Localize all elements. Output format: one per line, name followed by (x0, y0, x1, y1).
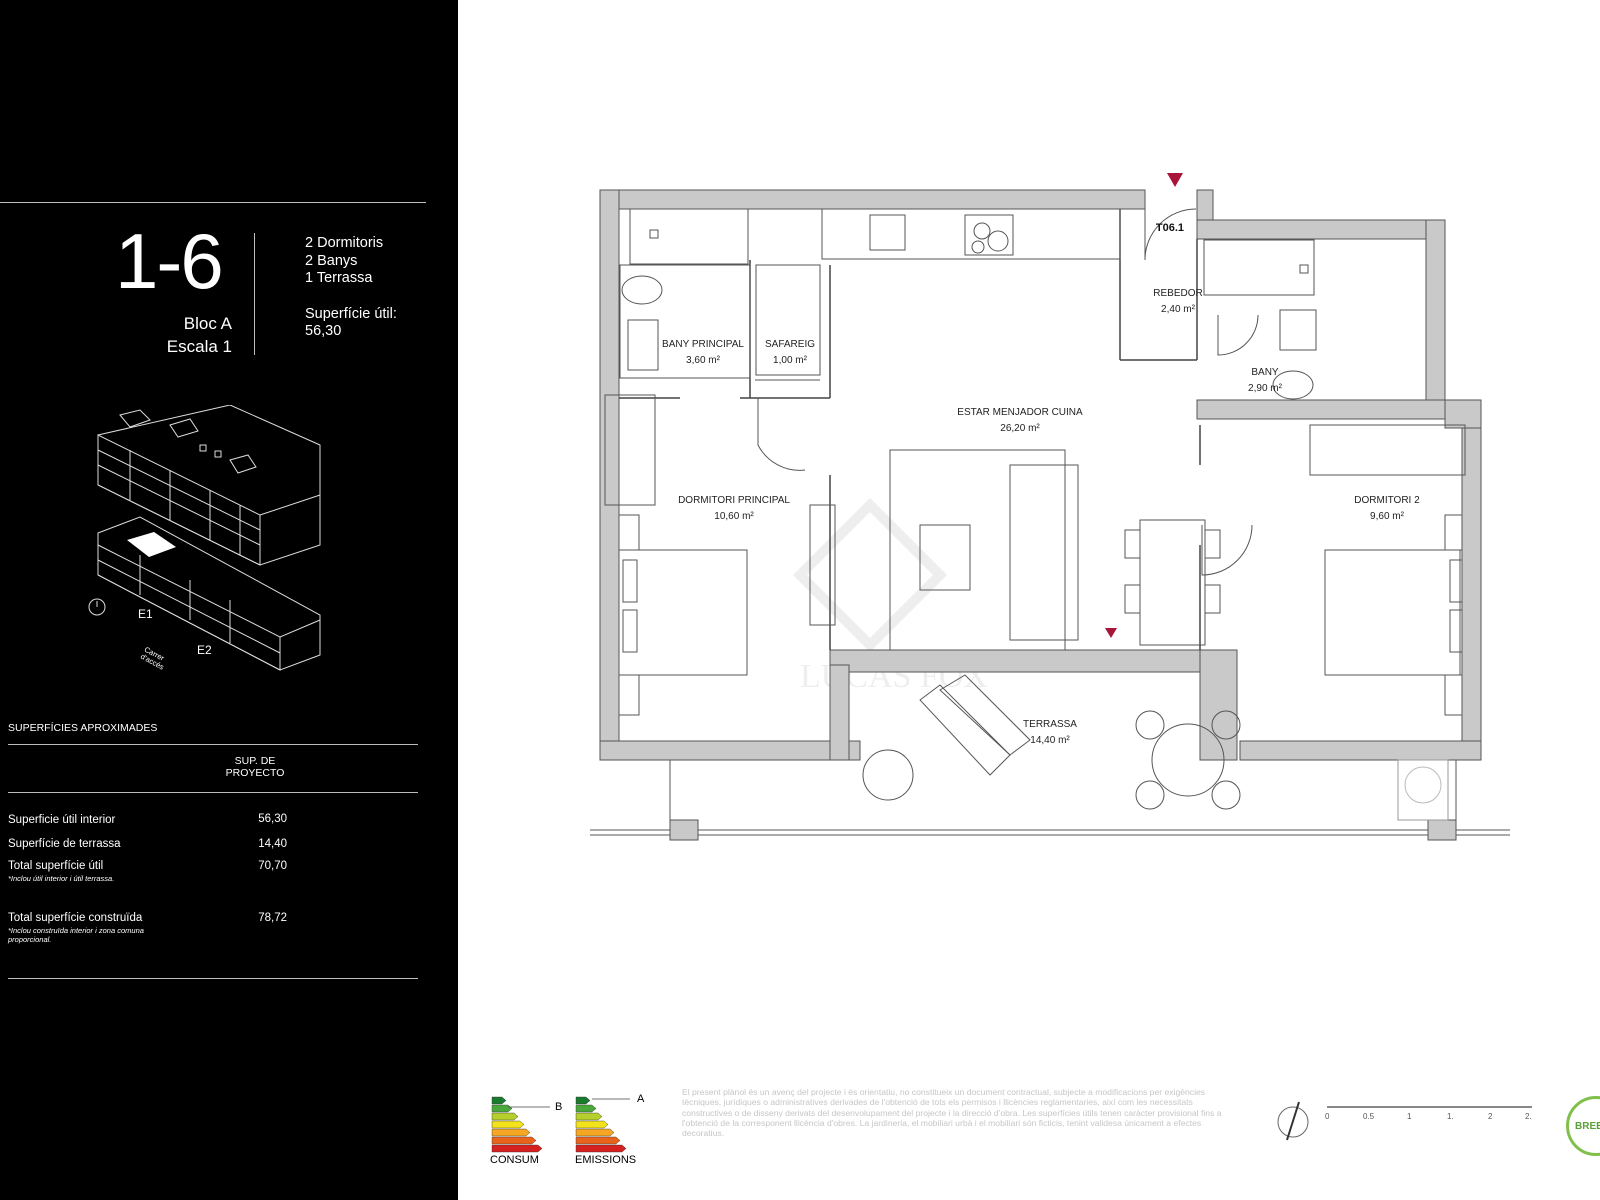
emissions-label: EMISSIONS (575, 1154, 637, 1166)
col-header-line1: SUP. DE (234, 755, 276, 767)
table-column-header: SUP. DE PROYECTO (215, 755, 295, 779)
bloc-label: Bloc A (183, 314, 232, 333)
unit-location: Bloc A Escala 1 (100, 312, 232, 358)
table-rule-top (8, 744, 418, 745)
room-area-rebedor: 2,40 m² (1161, 304, 1196, 315)
row-value-interior: 56,30 (258, 813, 287, 825)
room-name-bany: BANY (1251, 367, 1279, 378)
room-area-dormitori-2: 9,60 m² (1370, 511, 1405, 522)
axon-e1: E1 (138, 607, 153, 621)
energy-bar (491, 1128, 531, 1137)
north-arrow-icon (1277, 1101, 1309, 1141)
vertical-divider (254, 233, 255, 355)
scale-tick-4: 2 (1488, 1112, 1493, 1121)
rooms-terrace: 1 Terrassa (305, 270, 373, 286)
emissions-class: A (637, 1093, 645, 1105)
room-area-dormitori-principal: 10,60 m² (714, 511, 754, 522)
divider (0, 202, 426, 203)
building-axonometric (88, 405, 321, 671)
row-label-interior: Superficie útil interior (8, 814, 116, 826)
row-value-total-util: 70,70 (258, 860, 287, 872)
scale-tick-3: 1. (1447, 1112, 1454, 1121)
energy-bar (575, 1104, 597, 1113)
doors (755, 208, 1259, 576)
energy-ratings (491, 1096, 630, 1153)
breeam-seal: BREEAM (1566, 1096, 1600, 1156)
room-name-dormitori-principal: DORMITORI PRINCIPAL (678, 495, 790, 506)
energy-bar (575, 1136, 621, 1145)
table-rule-bottom (8, 978, 418, 979)
surfaces-title: SUPERFÍCIES APROXIMADES (8, 722, 158, 734)
living-furniture (889, 449, 1221, 651)
terrace-furniture (590, 674, 1510, 841)
room-name-rebedor: REBEDOR (1153, 288, 1202, 299)
scale-tick-1: 0.5 (1363, 1112, 1375, 1121)
legal-disclaimer: El present plànol és un avenç del projec… (682, 1087, 1222, 1139)
row-value-total-built: 78,72 (258, 912, 287, 924)
room-name-dormitori-2: DORMITORI 2 (1354, 495, 1420, 506)
room-area-estar: 26,20 m² (1000, 423, 1040, 434)
energy-bar (491, 1144, 543, 1153)
row-label-total-built: Total superfície construïda (8, 912, 143, 924)
energy-bar (575, 1120, 609, 1129)
row-value-terrace: 14,40 (258, 838, 287, 850)
scale-tick-2: 1 (1407, 1112, 1412, 1121)
row-note-total-built: *Inclou construïda interior i zona comun… (8, 926, 144, 944)
consum-label: CONSUM (490, 1154, 539, 1166)
kitchen (821, 208, 1121, 260)
unit-specs: 2 Dormitoris 2 Banys 1 Terrassa Superfíc… (305, 235, 397, 341)
floor-plan: LUCAS FOX (590, 173, 1510, 841)
breeam-text: BREEAM (1575, 1121, 1600, 1132)
room-area-safareig: 1,00 m² (773, 355, 808, 366)
unit-highlight (127, 532, 176, 557)
energy-bar (491, 1112, 519, 1121)
room-area-bany-principal: 3,60 m² (686, 355, 721, 366)
section-marker (1105, 628, 1117, 638)
entry-code: T06.1 (1156, 222, 1184, 234)
axon-e2: E2 (197, 643, 212, 657)
row-label-terrace: Superfície de terrassa (8, 838, 121, 850)
table-rule-header (8, 792, 418, 793)
energy-bar (575, 1096, 591, 1105)
rooms-dorm: 2 Dormitoris (305, 235, 384, 251)
consum-bars (491, 1096, 543, 1153)
surface-value: 56,30 (305, 323, 342, 339)
energy-bar (491, 1096, 507, 1105)
room-name-bany-principal: BANY PRINCIPAL (662, 339, 744, 350)
emissions-bars (575, 1096, 627, 1153)
row-note-total-util: *Inclou útil interior i útil terrassa. (8, 874, 115, 883)
energy-bar (575, 1112, 603, 1121)
unit-number: 1-6 (115, 217, 224, 305)
scale-tick-5: 2. (1525, 1112, 1532, 1121)
room-area-terrassa: 14,40 m² (1030, 735, 1070, 746)
info-sidebar: 1-6 Bloc A Escala 1 2 Dormitoris 2 Banys… (0, 0, 458, 1200)
surface-label: Superfície útil: (305, 305, 397, 322)
energy-bar (575, 1144, 627, 1153)
interior-walls (619, 209, 1201, 650)
room-area-bany: 2,90 m² (1248, 383, 1283, 394)
escala-label: Escala 1 (166, 337, 232, 356)
energy-bar (491, 1120, 525, 1129)
energy-bar (575, 1128, 615, 1137)
scale-bar (1327, 1106, 1532, 1108)
scale-tick-0: 0 (1325, 1112, 1330, 1121)
energy-bar (491, 1136, 537, 1145)
consum-class: B (555, 1101, 563, 1113)
energy-bar (491, 1104, 513, 1113)
row-label-total-util: Total superfície útil (8, 860, 104, 872)
col-header-line2: PROYECTO (225, 767, 285, 779)
rooms-bath: 2 Banys (305, 252, 358, 269)
walls (599, 189, 1482, 761)
room-name-estar: ESTAR MENJADOR CUINA (957, 407, 1083, 418)
room-name-safareig: SAFAREIG (765, 339, 815, 350)
room-name-terrassa: TERRASSA (1023, 719, 1077, 730)
bedroom-furniture (604, 394, 1466, 716)
entry-marker (1167, 173, 1183, 187)
bathroom-fixtures (619, 208, 1317, 400)
